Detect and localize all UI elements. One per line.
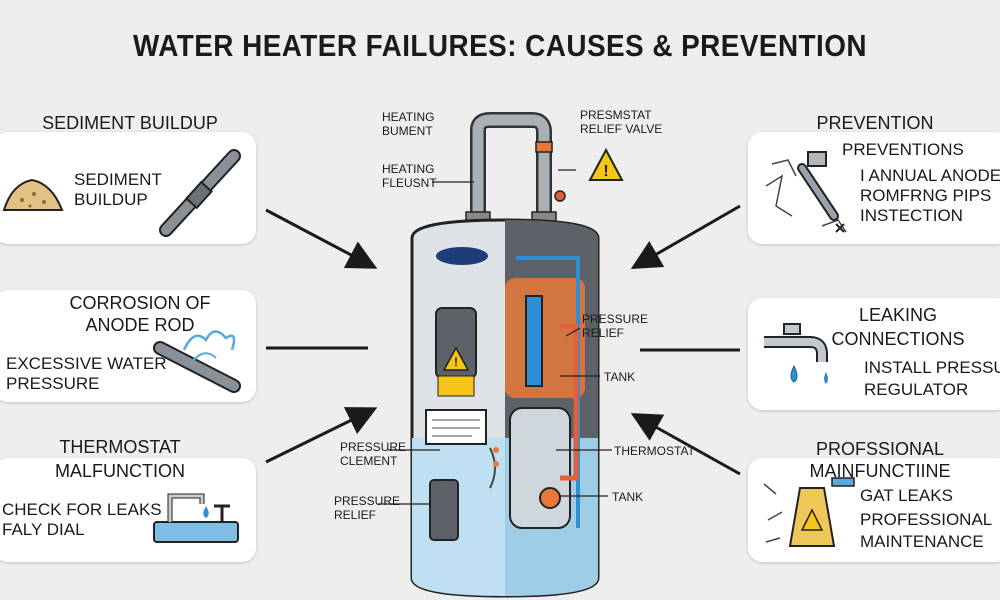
- leaking-text-2: REGULATOR: [864, 380, 969, 399]
- sediment-card: SEDIMENT BUILDUP: [0, 132, 256, 244]
- water-heater-diagram: !: [410, 112, 600, 598]
- label-heating-fleusnt-1: HEATING: [382, 162, 435, 176]
- label-pressure-relief-right-1: PRESSURE: [582, 312, 649, 326]
- label-tank-lower: TANK: [612, 490, 644, 504]
- professional-card: GAT LEAKS PROFESSIONAL MAINTENANCE: [748, 458, 1000, 562]
- arrow-prevention: [630, 204, 741, 269]
- thermostat-card: CHECK FOR LEAKS FALY DIAL: [0, 458, 256, 562]
- label-pressure-clement-2: CLEMENT: [340, 454, 398, 468]
- leaking-text-1: INSTALL PRESSURE: [864, 358, 1000, 377]
- sediment-heading: SEDIMENT BUILDUP: [42, 113, 218, 133]
- corrosion-text-2: PRESSURE: [6, 374, 100, 393]
- label-presmstat-2: RELIEF VALVE: [580, 122, 663, 136]
- professional-heading-2: MAINFUNCTIINE: [809, 461, 951, 481]
- burst-pipe-icon: [153, 330, 241, 393]
- thermostat-text-1: CHECK FOR LEAKS: [2, 500, 162, 519]
- label-pressure-clement-1: PRESSURE: [340, 440, 407, 454]
- arrow-sediment: [265, 208, 378, 269]
- label-pressure-relief-left-2: RELIEF: [334, 508, 377, 522]
- prevention-text-4: INSTECTION: [860, 206, 963, 225]
- thermostat-heading-1: THERMOSTAT: [59, 437, 181, 457]
- warning-icon: !: [588, 147, 624, 181]
- faucet-sink-icon: [153, 493, 239, 543]
- professional-text-2: PROFESSIONAL: [860, 510, 993, 529]
- professional-heading-1: PROFSSIONAL: [815, 439, 945, 459]
- anode-rod-icon: [765, 151, 847, 233]
- arrow-thermostat: [265, 407, 378, 464]
- prevention-text-3: ROMFRNG PIPS: [860, 186, 992, 205]
- label-presmstat-1: PRESMSTAT: [580, 108, 652, 122]
- corrosion-heading-2: ANODE ROD: [85, 315, 195, 335]
- label-thermostat: THERMOSTAT: [614, 444, 695, 458]
- corrosion-text-1: EXCESSIVE WATER: [6, 354, 167, 373]
- sediment-pile-icon: [2, 178, 64, 211]
- leaking-card: LEAKING CONNECTIONS INSTALL PRESSURE REG…: [748, 298, 1000, 410]
- label-heating-bument-2: BUMENT: [382, 124, 433, 138]
- label-tank-upper: TANK: [604, 370, 636, 384]
- corrosion-card: CORROSION OF ANODE ROD EXCESSIVE WATER P…: [0, 290, 256, 402]
- prevention-text-2: I ANNUAL ANODE: [860, 166, 1000, 185]
- label-heating-bument-1: HEATING: [382, 110, 435, 124]
- pipe-icon: [159, 149, 241, 237]
- label-pressure-relief-left-1: PRESSURE: [334, 494, 401, 508]
- page-title: WATER HEATER FAILURES: CAUSES & PREVENTI…: [132, 28, 868, 63]
- professional-text-3: MAINTENANCE: [860, 532, 984, 551]
- leaking-heading-2: CONNECTIONS: [831, 329, 965, 349]
- arrow-professional: [630, 413, 741, 476]
- leaking-heading-1: LEAKING: [858, 305, 938, 325]
- label-pressure-relief-right-2: RELIEF: [582, 326, 625, 340]
- professional-text-1: GAT LEAKS: [860, 486, 953, 505]
- thermostat-text-2: FALY DIAL: [2, 520, 85, 539]
- svg-text:!: !: [454, 355, 458, 369]
- leaking-faucet-icon: [764, 323, 828, 384]
- professional-tools-icon: [763, 477, 855, 547]
- thermostat-heading-2: MALFUNCTION: [55, 461, 185, 481]
- prevention-text-1: PREVENTIONS: [842, 140, 964, 159]
- svg-text:!: !: [603, 163, 608, 180]
- prevention-heading: PREVENTION: [816, 113, 934, 133]
- label-heating-fleusnt-2: FLEUSNT: [382, 176, 437, 190]
- sediment-text-2: BUILDUP: [74, 190, 148, 209]
- corrosion-heading-1b: CORROSION OF: [69, 293, 211, 313]
- prevention-card: PREVENTIONS I ANNUAL ANODE ROMFRNG PIPS …: [748, 132, 1000, 244]
- sediment-text-1: SEDIMENT: [74, 170, 162, 189]
